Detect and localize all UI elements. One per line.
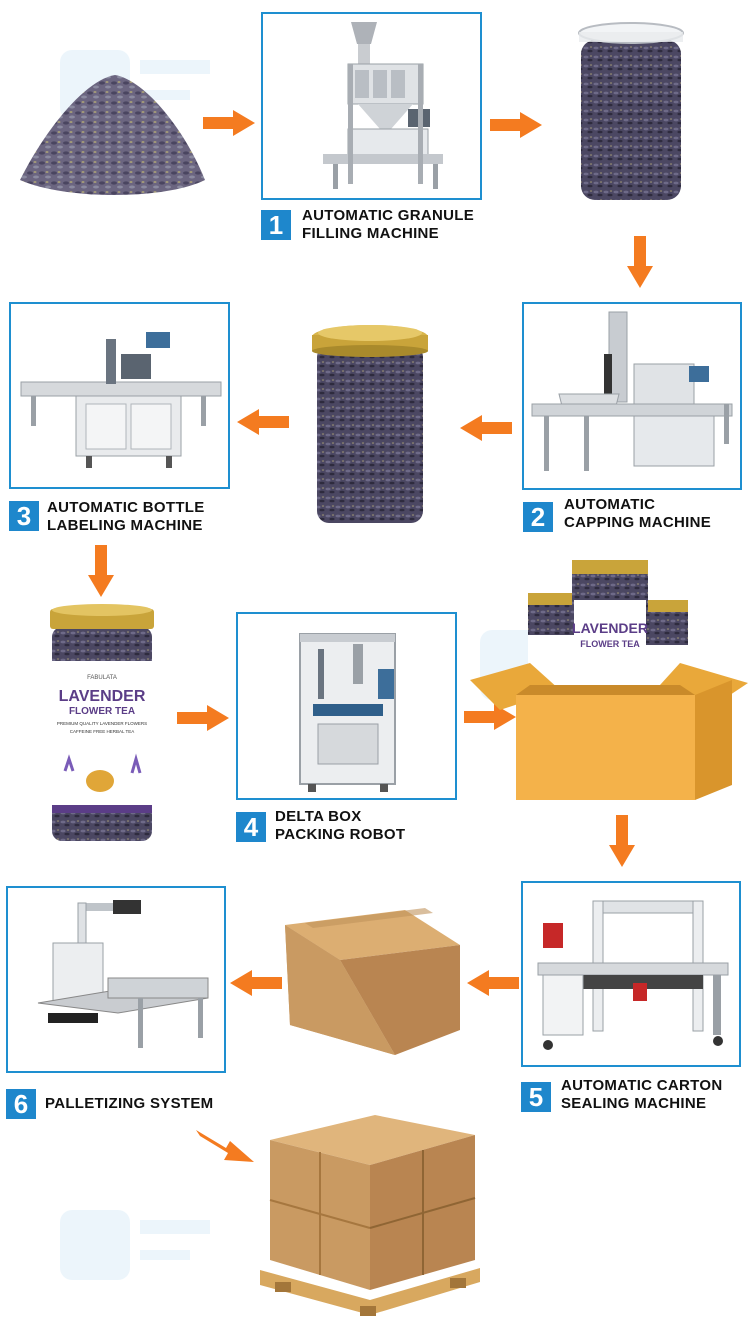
- capping-machine-image: [531, 311, 733, 471]
- step-1-image-frame: [261, 12, 482, 200]
- labeled-jar: FABULATA LAVENDER FLOWER TEA PREMIUM QUA…: [50, 603, 154, 843]
- palletizing-system-image: [37, 900, 209, 1048]
- jar-subtitle-2: CAFFEINE FREE HERBAL TEA: [69, 729, 135, 734]
- arrow-right-icon: [490, 112, 542, 138]
- step-3-label: AUTOMATIC BOTTLE LABELING MACHINE: [47, 499, 205, 534]
- jar-title-1: LAVENDER: [58, 688, 146, 705]
- arrow-diagonal-icon: [196, 1130, 254, 1162]
- step-2-number: 2: [523, 502, 553, 532]
- arrow-left-icon: [230, 970, 282, 996]
- step-6-number: 6: [6, 1089, 36, 1119]
- arrow-left-icon: [237, 409, 289, 435]
- watermark: [60, 1200, 220, 1290]
- step-6-image-frame: [6, 886, 226, 1073]
- step-4-label: DELTA BOX PACKING ROBOT: [275, 808, 406, 843]
- delta-box-packing-robot-image: [299, 633, 396, 792]
- arrow-right-icon: [464, 704, 516, 730]
- arrow-left-icon: [467, 970, 519, 996]
- jar-brand: FABULATA: [87, 675, 117, 681]
- granule-filling-machine-image: [323, 22, 443, 189]
- svg-text:LAVENDER: LAVENDER: [572, 620, 648, 636]
- arrow-right-icon: [177, 705, 229, 731]
- arrow-left-icon: [460, 415, 512, 441]
- arrow-down-icon: [88, 545, 114, 597]
- open-carton-with-jars-image: LAVENDER FLOWER TEA: [470, 555, 750, 805]
- step-3-number: 3: [9, 501, 39, 531]
- lavender-pile-image: [15, 60, 210, 210]
- step-1-label: AUTOMATIC GRANULE FILLING MACHINE: [302, 207, 475, 242]
- step-2-label: AUTOMATIC CAPPING MACHINE: [564, 496, 712, 531]
- step-4-image-frame: [236, 612, 457, 800]
- step-5-image-frame: [521, 881, 741, 1067]
- sealed-carton-image: [285, 905, 465, 1065]
- step-3-image-frame: [9, 302, 230, 489]
- step-1-number: 1: [261, 210, 291, 240]
- carton-sealing-machine-image: [537, 900, 729, 1050]
- jar-subtitle: PREMIUM QUALITY LAVENDER FLOWERS: [56, 721, 148, 726]
- arrow-down-icon: [627, 236, 653, 288]
- step-5-number: 5: [521, 1082, 551, 1112]
- arrow-right-icon: [203, 110, 255, 136]
- capped-jar-image: [305, 315, 435, 530]
- step-5-label: AUTOMATIC CARTON SEALING MACHINE: [561, 1077, 723, 1112]
- jar-title-2: FLOWER TEA: [68, 706, 136, 717]
- step-6-label: PALLETIZING SYSTEM: [45, 1095, 214, 1112]
- bottle-labeling-machine-image: [20, 332, 222, 468]
- palletized-cartons-image: [255, 1110, 485, 1325]
- svg-text:FLOWER TEA: FLOWER TEA: [580, 639, 640, 649]
- arrow-down-icon: [609, 815, 635, 867]
- step-2-image-frame: [522, 302, 742, 490]
- open-jar-image: [573, 18, 688, 208]
- step-4-number: 4: [236, 812, 266, 842]
